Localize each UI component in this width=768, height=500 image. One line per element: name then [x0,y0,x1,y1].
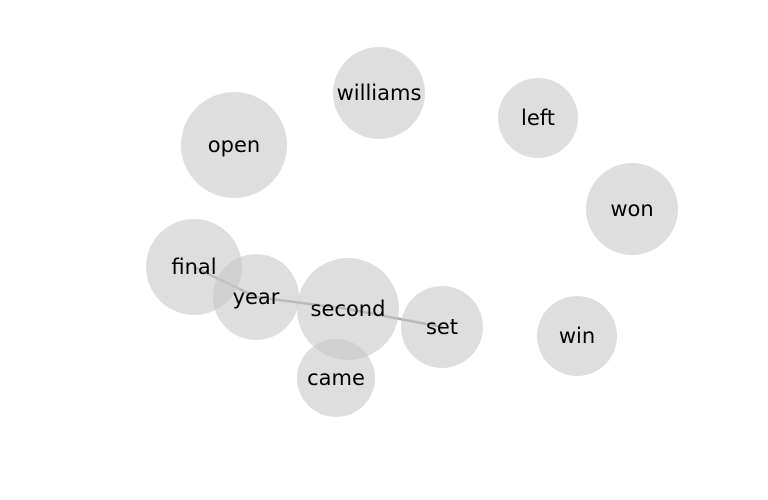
node-label-second: second [311,297,386,321]
node-came [297,339,375,417]
node-label-williams: williams [337,81,422,105]
node-won [586,163,678,255]
node-set [401,286,483,368]
node-label-left: left [521,106,555,130]
node-second [297,258,399,360]
node-win [537,296,617,376]
node-label-win: win [559,324,595,348]
node-label-final: final [171,255,216,279]
node-label-came: came [307,366,365,390]
node-label-year: year [233,285,280,309]
node-left [498,78,578,158]
node-label-won: won [610,197,653,221]
node-label-set: set [426,315,458,339]
node-label-open: open [208,133,260,157]
node-williams [333,47,425,139]
node-year [213,254,299,340]
labels-layer: williams left open won final year second set win… [171,81,653,390]
node-open [181,92,287,198]
nodes-layer [146,47,678,417]
